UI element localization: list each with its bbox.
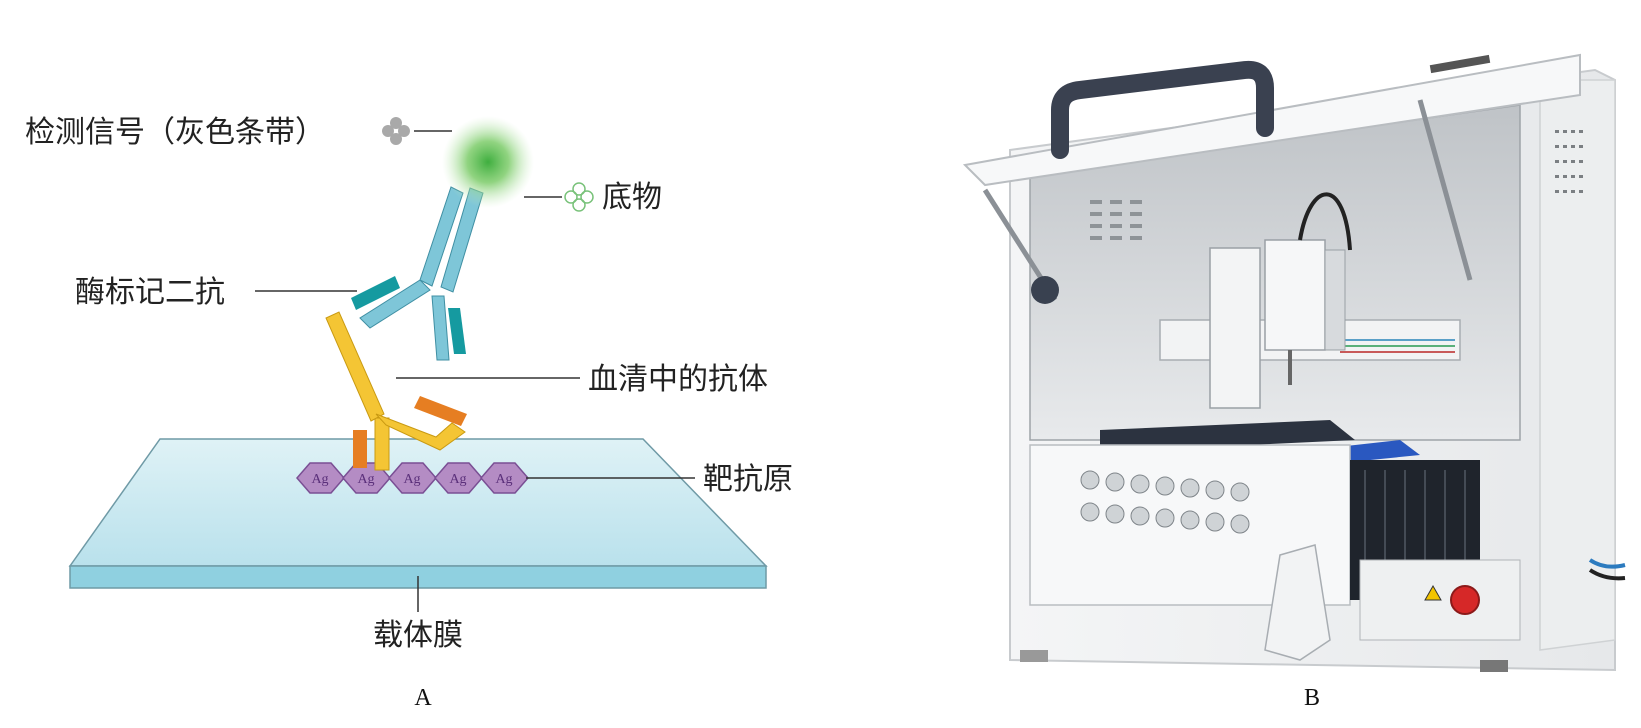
antigen-label: Ag [495, 472, 512, 487]
membrane-label: 载体膜 [373, 618, 463, 653]
secondary-antibody-label: 酶标记二抗 [75, 275, 225, 310]
antigen-label: Ag [403, 472, 420, 487]
orange-tag [353, 430, 367, 468]
serum-antibody [325, 311, 466, 471]
signal-label: 检测信号（灰色条带） [25, 115, 325, 150]
panel-b-caption: B [1304, 685, 1320, 711]
enzyme-tag [351, 276, 400, 310]
antigen-row: Ag Ag Ag Ag Ag [296, 462, 529, 494]
signal-glow [442, 116, 534, 208]
secondary-antibody [359, 186, 484, 361]
carrier-membrane [68, 438, 768, 589]
antigen-hexagon: Ag [480, 462, 529, 494]
antigen-hexagon: Ag [434, 462, 483, 494]
antigen-label: Ag [311, 472, 328, 487]
serum-antibody-label: 血清中的抗体 [588, 362, 768, 397]
antigen-label: Ag [357, 472, 374, 487]
substrate-icon [564, 182, 594, 212]
panel-a-caption: A [414, 685, 432, 711]
orange-tag [414, 396, 467, 426]
target-antigen-label: 靶抗原 [703, 462, 793, 497]
antigen-hexagon: Ag [296, 462, 345, 494]
leader-lines [255, 130, 695, 612]
substrate-label: 底物 [602, 180, 662, 215]
enzyme-tag [448, 308, 466, 354]
gray-signal-icon [382, 117, 410, 145]
antigen-label: Ag [449, 472, 466, 487]
panel-a-diagram: Ag Ag Ag Ag Ag [25, 115, 793, 711]
instrument-illustration [962, 53, 1626, 672]
antigen-hexagon: Ag [388, 462, 437, 494]
